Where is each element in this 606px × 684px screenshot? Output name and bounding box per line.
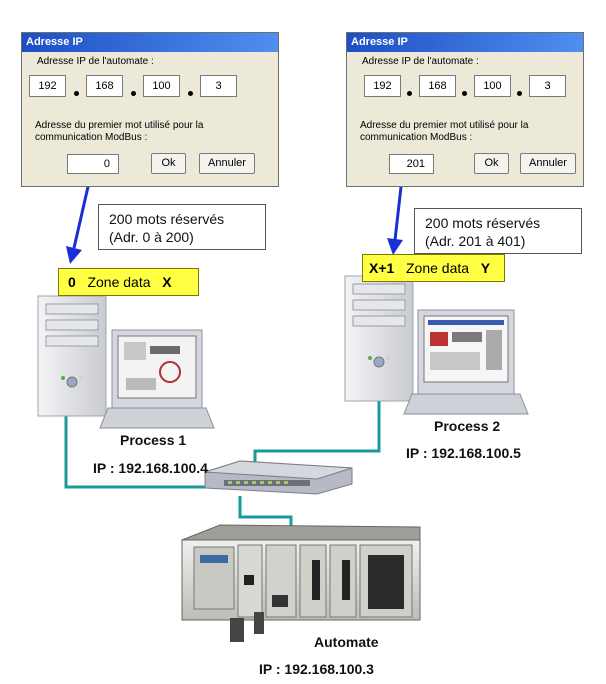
ip-label: Adresse IP de l'automate : bbox=[37, 56, 154, 67]
ip-octet-1[interactable]: 192 bbox=[364, 75, 401, 97]
note-line2: (Adr. 0 à 200) bbox=[109, 229, 194, 245]
ok-button[interactable]: Ok bbox=[151, 153, 186, 174]
ip-dialog-2: Adresse IP Adresse IP de l'automate : 19… bbox=[346, 32, 584, 187]
process1-ip: IP : 192.168.100.4 bbox=[93, 460, 208, 476]
ip-octet-4[interactable]: 3 bbox=[529, 75, 566, 97]
ip-octet-2[interactable]: 168 bbox=[86, 75, 123, 97]
address-label-line2: communication ModBus : bbox=[360, 132, 473, 143]
note-line1: 200 mots réservés bbox=[109, 211, 225, 227]
zone-start: X+1 bbox=[369, 260, 395, 276]
ip-dot bbox=[517, 91, 522, 96]
address-input[interactable]: 0 bbox=[67, 154, 119, 174]
process2-monitor bbox=[403, 309, 529, 415]
ip-octet-2[interactable]: 168 bbox=[419, 75, 456, 97]
arrow-head-2 bbox=[387, 238, 403, 255]
process1-tower bbox=[37, 295, 107, 417]
ip-dot bbox=[462, 91, 467, 96]
zone-name: Y bbox=[480, 260, 491, 276]
zone-start: 0 bbox=[68, 274, 76, 290]
automate-name: Automate bbox=[314, 634, 379, 650]
ip-label: Adresse IP de l'automate : bbox=[362, 56, 479, 67]
cancel-button[interactable]: Annuler bbox=[520, 153, 576, 174]
automate-plc bbox=[181, 524, 421, 642]
dialog-title: Adresse IP bbox=[22, 33, 278, 52]
address-input[interactable]: 201 bbox=[389, 154, 434, 174]
data-zone-x: 0 Zone data X bbox=[58, 268, 199, 296]
zone-name: X bbox=[162, 274, 172, 290]
ip-dialog-1: Adresse IP Adresse IP de l'automate : 19… bbox=[21, 32, 279, 187]
note-line1: 200 mots réservés bbox=[425, 215, 541, 231]
arrow-head-1 bbox=[66, 246, 82, 264]
ip-dot bbox=[131, 91, 136, 96]
arrow-line-2 bbox=[393, 177, 404, 241]
address-label-line2: communication ModBus : bbox=[35, 132, 148, 143]
reserved-words-note-2: 200 mots réservés (Adr. 201 à 401) bbox=[414, 208, 582, 254]
address-label-line1: Adresse du premier mot utilisé pour la bbox=[35, 120, 204, 131]
ok-button[interactable]: Ok bbox=[474, 153, 509, 174]
ip-dot bbox=[74, 91, 79, 96]
process2-tower bbox=[344, 275, 414, 402]
process1-name: Process 1 bbox=[120, 432, 187, 448]
zone-label: Zone data bbox=[405, 260, 470, 276]
automate-ip: IP : 192.168.100.3 bbox=[259, 661, 374, 677]
cancel-button[interactable]: Annuler bbox=[199, 153, 255, 174]
ip-octet-3[interactable]: 100 bbox=[143, 75, 180, 97]
note-line2: (Adr. 201 à 401) bbox=[425, 233, 526, 249]
cable-process1 bbox=[64, 413, 225, 489]
process2-name: Process 2 bbox=[434, 418, 501, 434]
reserved-words-note-1: 200 mots réservés (Adr. 0 à 200) bbox=[98, 204, 266, 250]
process2-ip: IP : 192.168.100.5 bbox=[406, 445, 521, 461]
ip-octet-4[interactable]: 3 bbox=[200, 75, 237, 97]
ip-octet-1[interactable]: 192 bbox=[29, 75, 66, 97]
ip-dot bbox=[188, 91, 193, 96]
ip-octet-3[interactable]: 100 bbox=[474, 75, 511, 97]
arrow-line-1 bbox=[72, 177, 92, 249]
process1-monitor bbox=[99, 329, 215, 429]
data-zone-y: X+1 Zone data Y bbox=[362, 254, 505, 282]
arrows bbox=[66, 177, 404, 264]
ip-dot bbox=[407, 91, 412, 96]
network-switch bbox=[204, 460, 353, 495]
dialog-title: Adresse IP bbox=[347, 33, 583, 52]
zone-label: Zone data bbox=[87, 274, 151, 290]
address-label-line1: Adresse du premier mot utilisé pour la bbox=[360, 120, 529, 131]
